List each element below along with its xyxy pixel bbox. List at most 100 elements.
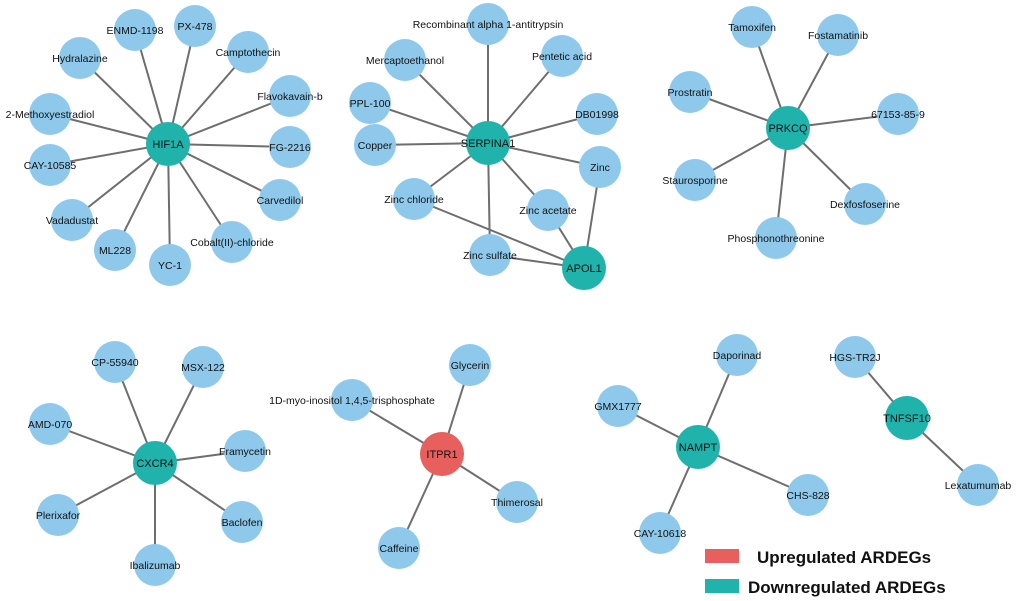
drug-node-cay-10618 <box>639 512 681 554</box>
drug-label-flavokavain-b: Flavokavain-b <box>257 91 323 103</box>
drug-label-ppl-100: PPL-100 <box>350 98 391 110</box>
drug-label-1d-myo-inositol-1-4-5-trisphosphate: 1D-myo-inositol 1,4,5-trisphosphate <box>269 395 435 407</box>
drug-label-cobalt-ii-chloride: Cobalt(II)-chloride <box>190 237 274 249</box>
drug-label-hgs-tr2j: HGS-TR2J <box>829 352 880 364</box>
gene-node-cxcr4 <box>133 441 177 485</box>
drug-node-phosphonothreonine <box>755 217 797 259</box>
gene-node-prkcq <box>766 106 810 150</box>
drug-label-zinc: Zinc <box>590 162 610 174</box>
drug-node-mercaptoethanol <box>384 39 426 81</box>
drug-node-fostamatinib <box>817 14 859 56</box>
drug-node-ibalizumab <box>134 544 176 586</box>
drug-node-chs-828 <box>787 474 829 516</box>
drug-node-daporinad <box>716 334 758 376</box>
drug-node-px-478 <box>174 5 216 47</box>
gene-label-tnfsf10: TNFSF10 <box>883 413 931 425</box>
drug-label-pentetic-acid: Pentetic acid <box>532 51 592 63</box>
drug-node-zinc-sulfate <box>469 234 511 276</box>
drug-label-db01998: DB01998 <box>575 109 619 121</box>
legend-down-label: Downregulated ARDEGs <box>748 578 946 597</box>
gene-label-itpr1: ITPR1 <box>426 449 457 461</box>
drug-label-67153-85-9: 67153-85-9 <box>871 109 925 121</box>
drug-label-zinc-sulfate: Zinc sulfate <box>463 250 517 262</box>
drug-label-phosphonothreonine: Phosphonothreonine <box>728 233 825 245</box>
gene-node-nampt <box>676 425 720 469</box>
drug-node-ppl-100 <box>349 82 391 124</box>
drug-node-zinc <box>579 146 621 188</box>
drug-node-gmx1777 <box>597 385 639 427</box>
gene-label-prkcq: PRKCQ <box>768 123 808 135</box>
drug-node-cay-10585 <box>29 144 71 186</box>
drug-node-caffeine <box>378 527 420 569</box>
drug-label-cay-10585: CAY-10585 <box>24 160 77 172</box>
gene-node-hif1a <box>146 122 190 166</box>
drug-label-amd-070: AMD-070 <box>28 419 73 431</box>
drug-label-glycerin: Glycerin <box>451 360 490 372</box>
drug-node-2-methoxyestradiol <box>29 93 71 135</box>
drug-label-zinc-acetate: Zinc acetate <box>519 205 576 217</box>
gene-node-serpina1 <box>466 121 510 165</box>
drug-node-flavokavain-b <box>269 75 311 117</box>
drug-node-staurosporine <box>674 159 716 201</box>
drug-label-chs-828: CHS-828 <box>786 490 829 502</box>
drug-node-zinc-chloride <box>393 178 435 220</box>
drug-node-carvedilol <box>259 179 301 221</box>
drug-node-msx-122 <box>182 346 224 388</box>
drug-label-dexfosfoserine: Dexfosfoserine <box>830 199 900 211</box>
gene-label-nampt: NAMPT <box>679 442 718 454</box>
drug-node-lexatumumab <box>957 464 999 506</box>
drug-node-cp-55940 <box>94 341 136 383</box>
drug-label-cp-55940: CP-55940 <box>91 357 138 369</box>
drug-node-pentetic-acid <box>541 35 583 77</box>
drug-label-plerixafor: Plerixafor <box>36 510 81 522</box>
drug-label-gmx1777: GMX1777 <box>594 401 641 413</box>
legend-down-swatch <box>705 579 739 593</box>
gene-node-tnfsf10 <box>885 396 929 440</box>
legend-up-swatch <box>705 549 739 563</box>
drug-node-copper <box>354 124 396 166</box>
drug-node-hydralazine <box>59 37 101 79</box>
drug-node-yc-1 <box>149 244 191 286</box>
legend: Upregulated ARDEGs Downregulated ARDEGs <box>705 548 946 597</box>
drug-node-fg-2216 <box>269 126 311 168</box>
drug-label-staurosporine: Staurosporine <box>662 175 728 187</box>
drug-node-framycetin <box>224 430 266 472</box>
drug-node-plerixafor <box>37 494 79 536</box>
gene-label-hif1a: HIF1A <box>152 139 184 151</box>
drug-label-2-methoxyestradiol: 2-Methoxyestradiol <box>6 109 95 121</box>
gene-node-apol1 <box>562 246 606 290</box>
drug-node-hgs-tr2j <box>834 336 876 378</box>
gene-node-itpr1 <box>420 432 464 476</box>
drug-label-lexatumumab: Lexatumumab <box>945 480 1012 492</box>
drug-label-cay-10618: CAY-10618 <box>634 528 687 540</box>
nodes-layer <box>29 3 999 586</box>
drug-label-camptothecin: Camptothecin <box>216 47 281 59</box>
gene-label-apol1: APOL1 <box>566 263 601 275</box>
drug-label-baclofen: Baclofen <box>222 517 263 529</box>
drug-label-fostamatinib: Fostamatinib <box>808 30 868 42</box>
drug-label-mercaptoethanol: Mercaptoethanol <box>366 55 444 67</box>
drug-node-baclofen <box>221 501 263 543</box>
drug-label-prostratin: Prostratin <box>668 87 713 99</box>
drug-node-enmd-1198 <box>114 9 156 51</box>
drug-label-msx-122: MSX-122 <box>181 362 225 374</box>
drug-node-vadadustat <box>51 199 93 241</box>
drug-label-enmd-1198: ENMD-1198 <box>107 25 164 37</box>
gene-label-cxcr4: CXCR4 <box>136 458 173 470</box>
drug-label-ibalizumab: Ibalizumab <box>130 560 181 572</box>
drug-node-thimerosal <box>496 481 538 523</box>
drug-node-67153-85-9 <box>877 93 919 135</box>
drug-label-tamoxifen: Tamoxifen <box>728 22 776 34</box>
drug-label-recombinant-alpha-1-antitrypsin: Recombinant alpha 1-antitrypsin <box>413 19 564 31</box>
drug-label-caffeine: Caffeine <box>380 543 419 555</box>
drug-label-thimerosal: Thimerosal <box>491 497 543 509</box>
drug-label-px-478: PX-478 <box>177 21 212 33</box>
drug-node-db01998 <box>576 93 618 135</box>
drug-node-1d-myo-inositol-1-4-5-trisphosphate <box>331 379 373 421</box>
drug-label-daporinad: Daporinad <box>713 350 762 362</box>
drug-node-tamoxifen <box>731 6 773 48</box>
drug-label-vadadustat: Vadadustat <box>46 215 98 227</box>
drug-node-amd-070 <box>29 403 71 445</box>
